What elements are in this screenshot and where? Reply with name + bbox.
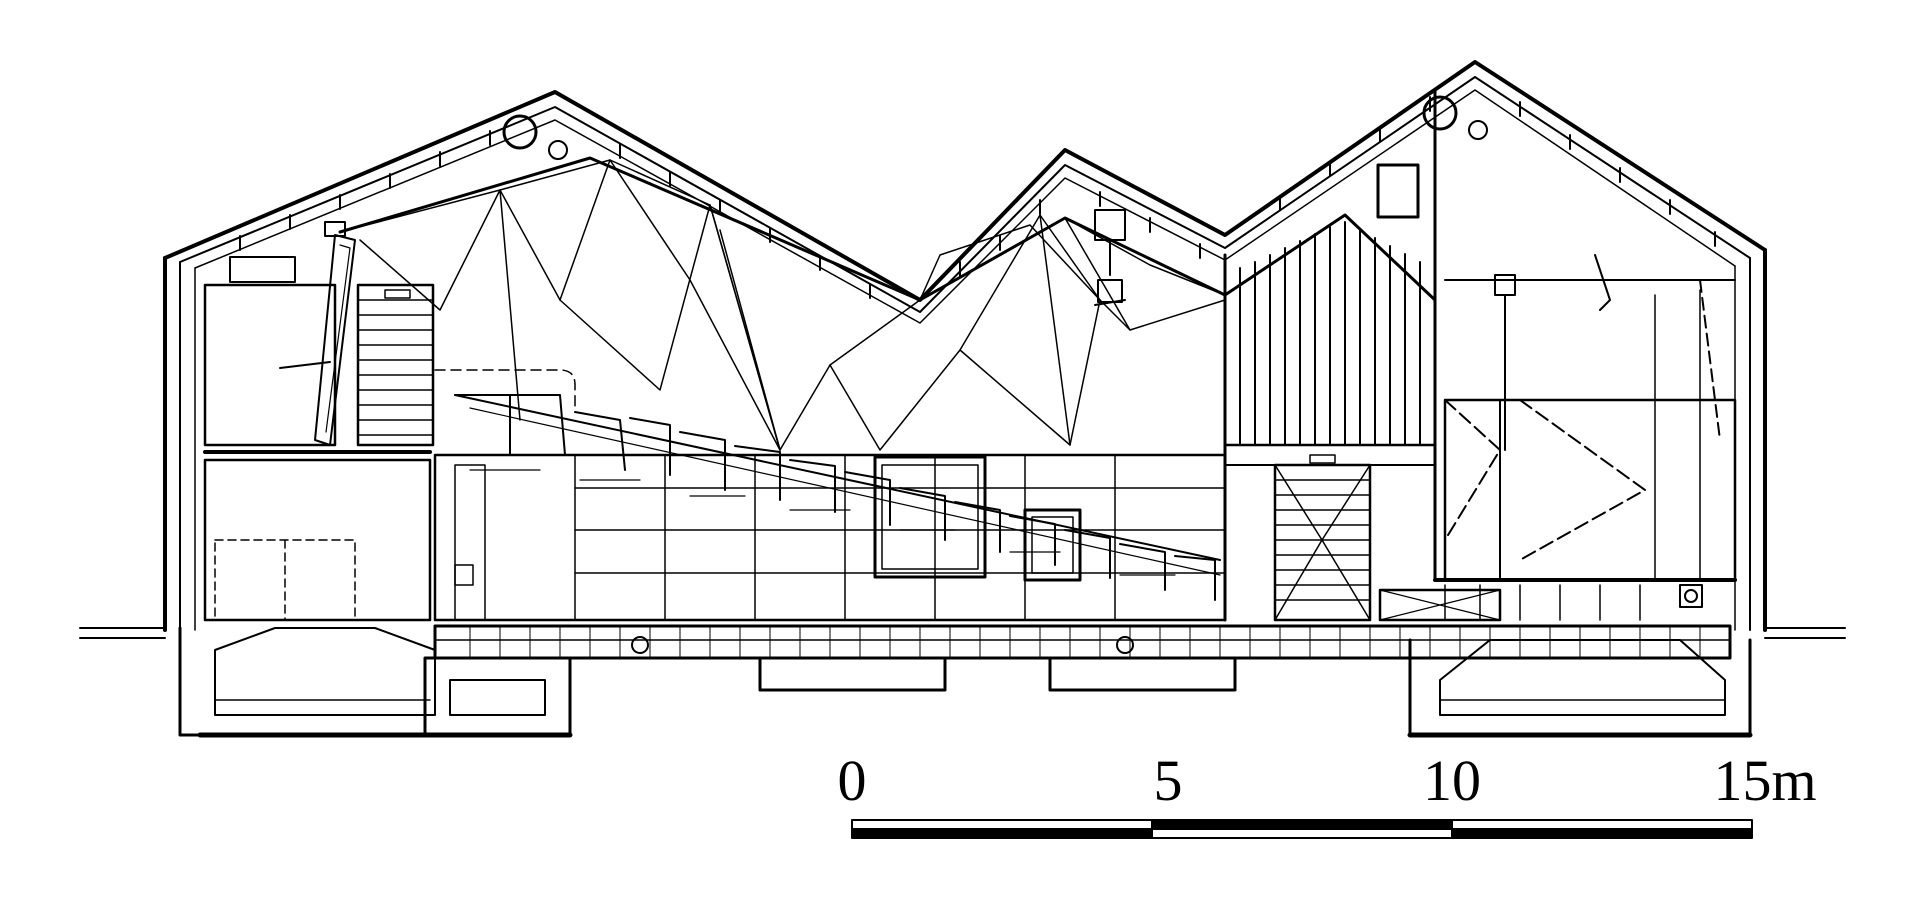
scale-label-5: 5 xyxy=(1153,748,1183,813)
ground-line xyxy=(79,627,1846,639)
seating-rake xyxy=(454,394,1221,601)
auditorium-grid xyxy=(433,369,1227,622)
scale-segment-5-10 xyxy=(1152,820,1452,829)
stage-area xyxy=(1376,88,1737,622)
scale-label-15m: 15m xyxy=(1713,748,1817,813)
roof-purlins xyxy=(239,95,1716,299)
foundations xyxy=(178,626,1753,738)
roof-outline xyxy=(163,60,1767,324)
scale-bar xyxy=(851,819,1753,839)
stage-rigging xyxy=(1094,209,1126,306)
scale-label-0: 0 xyxy=(837,748,867,813)
stage-stair xyxy=(1273,454,1372,622)
floor-slab xyxy=(433,624,1732,660)
scale-segment-0-5 xyxy=(852,829,1152,838)
roof-truss xyxy=(339,159,1226,451)
left-rooms xyxy=(203,221,432,622)
left-stair xyxy=(356,283,435,447)
scale-label-10: 10 xyxy=(1423,748,1481,813)
fly-tower-battens xyxy=(1223,221,1437,622)
scale-segment-10-15 xyxy=(1452,829,1752,838)
